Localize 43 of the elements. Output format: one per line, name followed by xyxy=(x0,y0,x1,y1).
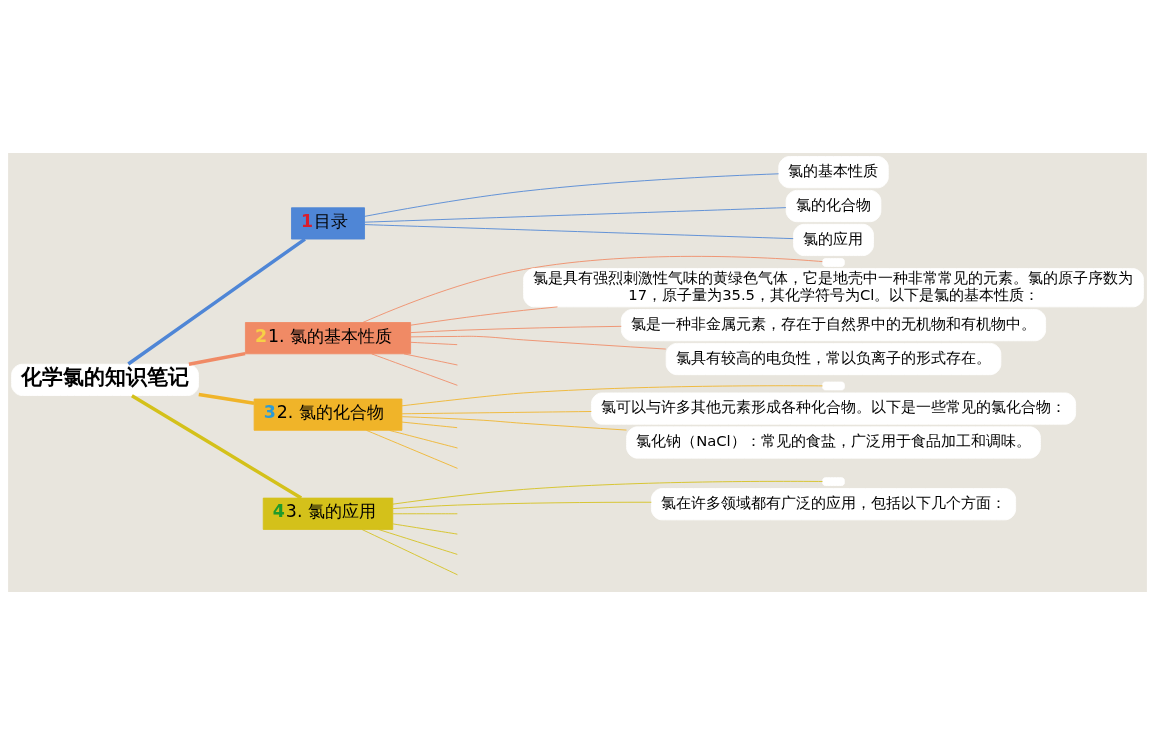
connector xyxy=(410,335,667,350)
connector xyxy=(362,255,823,323)
connector xyxy=(198,392,255,405)
connector xyxy=(392,480,823,505)
node-box: 1 目录 xyxy=(291,207,365,240)
connector xyxy=(410,325,622,334)
connector xyxy=(401,385,823,407)
connector xyxy=(131,394,303,500)
connector xyxy=(361,529,458,576)
node-box: 氯具有较高的电负性，常以负离子的形式存在。 xyxy=(665,342,1002,376)
node-box: 2 1. 氯的基本性质 xyxy=(245,322,412,355)
node-box: 氯化钠（NaCl）：常见的食盐，广泛用于食品加工和调味。 xyxy=(626,426,1041,459)
node-box: 氯可以与许多其他元素形成各种化合物。以下是一些常见的氯化合物： xyxy=(590,392,1077,425)
connector xyxy=(401,411,592,415)
connector xyxy=(392,523,458,535)
connector xyxy=(392,513,458,515)
connector xyxy=(364,207,787,223)
node-box: 氯的基本性质 xyxy=(778,156,889,189)
connector xyxy=(410,341,458,346)
node-box: 氯在许多领域都有广泛的应用，包括以下几个方面： xyxy=(650,488,1017,521)
connector xyxy=(392,501,652,510)
node-box xyxy=(822,258,845,267)
node-box: 氯的应用 xyxy=(793,223,874,256)
node-box: 氯是具有强烈刺激性气味的黄绿色气体，它是地壳中一种非常常见的元素。氯的原子序数为17，原子量为35.5，其化学符号为Cl。以下是氯的基本性质： xyxy=(523,268,1144,308)
node-box xyxy=(822,381,845,391)
connector xyxy=(188,351,246,366)
node-box: 氯的化合物 xyxy=(785,189,882,223)
connector xyxy=(371,353,458,386)
connector xyxy=(401,421,458,429)
connector xyxy=(401,416,627,431)
connector xyxy=(403,353,458,366)
connector xyxy=(364,173,780,217)
node-box: 氯是一种非金属元素，存在于自然界中的无机物和有机物中。 xyxy=(620,309,1047,342)
node-box xyxy=(822,477,845,486)
node-box: 32. 氯的化合物 xyxy=(253,398,403,431)
node-box: 化学氯的知识笔记 xyxy=(11,363,199,396)
connector xyxy=(410,306,558,326)
connector xyxy=(365,429,458,469)
node-box: 43. 氯的应用 xyxy=(262,497,394,530)
connector xyxy=(389,429,458,449)
connector xyxy=(127,237,306,366)
connector xyxy=(364,224,794,240)
connector xyxy=(378,529,458,555)
